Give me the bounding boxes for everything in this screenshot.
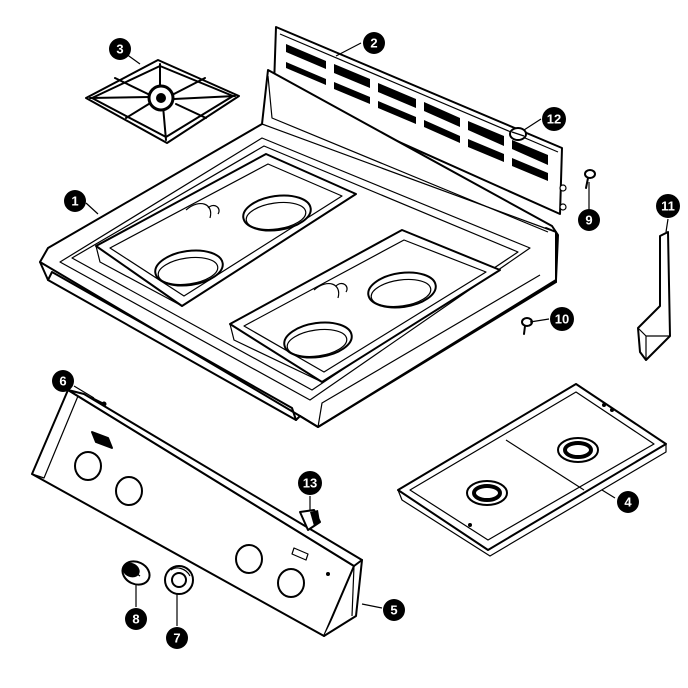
svg-text:12: 12 bbox=[547, 112, 561, 127]
part-13-switch bbox=[299, 509, 321, 531]
callout-13: 13 bbox=[298, 471, 322, 495]
callouts: 3 2 1 12 9 11 10 6 13 4 5 8 7 bbox=[52, 32, 680, 649]
part-4-burner-tray bbox=[397, 383, 667, 557]
callout-12: 12 bbox=[542, 107, 566, 131]
svg-text:4: 4 bbox=[624, 495, 632, 510]
callout-5: 5 bbox=[383, 599, 405, 621]
part-10-fastener bbox=[521, 317, 533, 335]
callout-2: 2 bbox=[363, 32, 385, 54]
part-12-clip bbox=[509, 127, 527, 141]
part-8-knob bbox=[121, 560, 151, 586]
svg-text:11: 11 bbox=[661, 199, 675, 214]
part-1-main-top bbox=[39, 69, 559, 428]
leader-11 bbox=[665, 218, 669, 233]
svg-text:5: 5 bbox=[390, 603, 397, 618]
svg-text:10: 10 bbox=[555, 312, 569, 327]
callout-7: 7 bbox=[166, 627, 188, 649]
callout-1: 1 bbox=[64, 190, 86, 212]
callout-4: 4 bbox=[617, 491, 639, 513]
svg-text:8: 8 bbox=[132, 612, 139, 627]
leader-2 bbox=[335, 42, 362, 57]
part-9-screw bbox=[584, 169, 596, 189]
leader-6 bbox=[73, 385, 95, 399]
callout-8: 8 bbox=[125, 608, 147, 630]
callout-3: 3 bbox=[109, 38, 131, 60]
leader-12 bbox=[523, 118, 542, 131]
part-11-side-trim bbox=[637, 231, 671, 361]
leader-10 bbox=[529, 318, 550, 323]
callout-11: 11 bbox=[656, 194, 680, 218]
svg-text:7: 7 bbox=[173, 631, 180, 646]
svg-text:9: 9 bbox=[585, 213, 592, 228]
svg-text:1: 1 bbox=[71, 194, 78, 209]
part-5-control-panel bbox=[31, 389, 363, 637]
callout-9: 9 bbox=[578, 209, 600, 231]
callout-10: 10 bbox=[550, 307, 574, 331]
leader-1 bbox=[85, 202, 99, 215]
leader-5 bbox=[361, 603, 383, 609]
part-7-bezel bbox=[164, 565, 194, 595]
part-3-burner-grate bbox=[85, 59, 240, 144]
svg-text:2: 2 bbox=[370, 36, 377, 51]
callout-6: 6 bbox=[52, 370, 74, 392]
svg-text:6: 6 bbox=[59, 374, 66, 389]
svg-text:13: 13 bbox=[303, 476, 317, 491]
part-2-vent-trim bbox=[273, 26, 567, 215]
svg-text:3: 3 bbox=[116, 42, 123, 57]
leader-4 bbox=[601, 489, 616, 499]
